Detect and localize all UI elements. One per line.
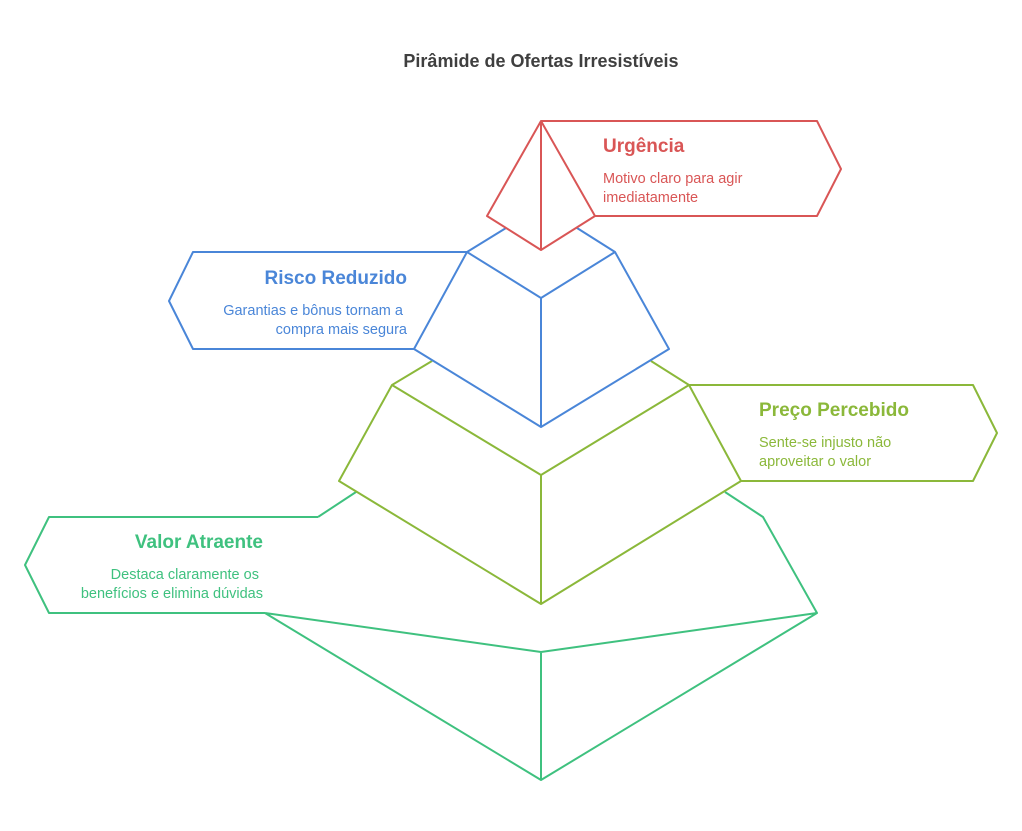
level-title-valor-atraente: Valor Atraente <box>135 532 263 553</box>
level-description-urgencia: Motivo claro para agir imediatamente <box>603 171 746 206</box>
pyramid-layer-urgencia <box>486 120 596 251</box>
level-risco-reduzido: Risco Reduzido Garantias e bônus tornam … <box>168 227 670 428</box>
label-tab-urgencia <box>541 120 842 217</box>
label-tab-valor-atraente <box>24 516 318 614</box>
level-description-risco-reduzido: Garantias e bônus tornam a compra mais s… <box>223 303 408 338</box>
label-tab-risco-reduzido <box>168 251 467 350</box>
pyramid-layer-valor-atraente <box>264 491 818 781</box>
pyramid-layer-risco-reduzido <box>413 227 670 428</box>
label-tab-preco-percebido <box>689 384 998 482</box>
level-title-risco-reduzido: Risco Reduzido <box>264 268 407 289</box>
level-preco-percebido: Preço Percebido Sente-se injusto não apr… <box>338 360 998 605</box>
level-urgencia: Urgência Motivo claro para agir imediata… <box>486 120 842 251</box>
level-description-preco-percebido: Sente-se injusto não aproveitar o valor <box>759 435 895 470</box>
level-title-urgencia: Urgência <box>603 136 685 157</box>
level-description-valor-atraente: Destaca claramente os benefícios e elimi… <box>81 567 263 602</box>
diagram-title: Pirâmide de Ofertas Irresistíveis <box>403 51 678 71</box>
level-valor-atraente: Valor Atraente Destaca claramente os ben… <box>24 491 818 781</box>
level-title-preco-percebido: Preço Percebido <box>759 400 909 421</box>
